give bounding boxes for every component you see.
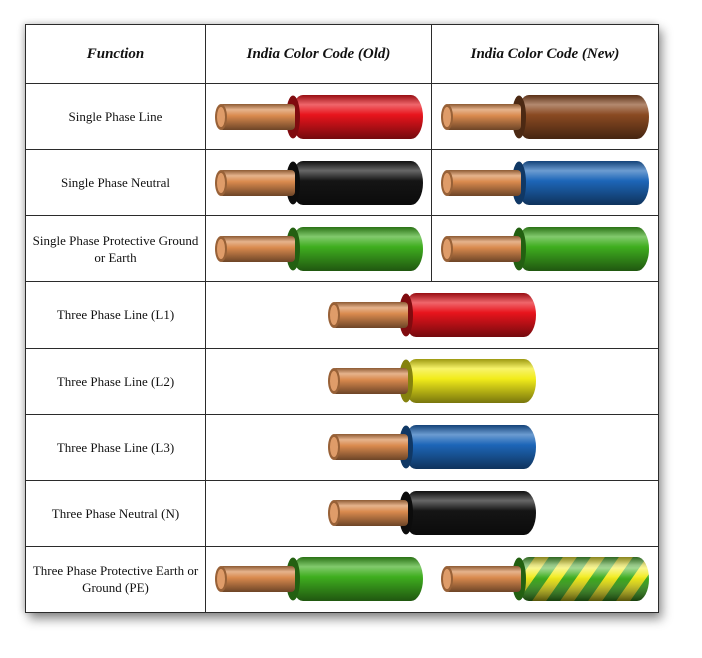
blue-wire-icon [441, 160, 649, 205]
blue-wire-icon [328, 425, 536, 470]
red-wire-icon [214, 94, 423, 139]
old-wire-cell [205, 215, 432, 283]
shared-wire-cell [205, 479, 659, 547]
color-code-table: Function India Color Code (Old) India Co… [25, 23, 659, 614]
function-label: Single Phase Line [25, 83, 206, 151]
table-row: Single Phase Line [25, 83, 659, 151]
function-label: Three Phase Line (L3) [25, 413, 206, 481]
old-wire-cell [205, 83, 432, 151]
color-code-table-frame: Function India Color Code (Old) India Co… [25, 23, 659, 614]
header-new-code: India Color Code (New) [431, 23, 659, 85]
function-label: Three Phase Protective Earth or Ground (… [25, 545, 206, 614]
black-wire-icon [214, 160, 423, 205]
green-wire-icon [441, 226, 649, 271]
shared-wire-cell [205, 413, 659, 481]
function-label: Three Phase Line (L2) [25, 347, 206, 415]
green-wire-icon [214, 226, 423, 271]
new-wire-cell [431, 83, 659, 151]
table-row: Single Phase Protective Ground or Earth [25, 215, 659, 283]
old-wire-cell [205, 149, 432, 217]
new-wire-cell [431, 149, 659, 217]
table-row: Single Phase Neutral [25, 149, 659, 217]
shared-wire-cell [205, 347, 659, 415]
table-row: Three Phase Protective Earth or Ground (… [25, 545, 659, 614]
red-wire-icon [328, 292, 536, 337]
function-label: Three Phase Neutral (N) [25, 479, 206, 547]
header-old-code: India Color Code (Old) [205, 23, 432, 85]
shared-wire-cell [205, 281, 659, 349]
black-wire-icon [328, 491, 536, 536]
table-row: Three Phase Line (L3) [25, 413, 659, 481]
brown-wire-icon [441, 94, 649, 139]
table-row: Three Phase Line (L1) [25, 281, 659, 349]
green-yellow-wire-icon [440, 557, 649, 602]
table-row: Three Phase Line (L2) [25, 347, 659, 415]
new-wire-cell [431, 215, 659, 283]
function-label: Single Phase Protective Ground or Earth [25, 215, 206, 283]
green-wire-icon [214, 557, 423, 602]
new-wire-cell [431, 545, 659, 614]
yellow-wire-icon [328, 359, 536, 404]
function-label: Single Phase Neutral [25, 149, 206, 217]
old-wire-cell [205, 545, 432, 614]
table-row: Three Phase Neutral (N) [25, 479, 659, 547]
function-label: Three Phase Line (L1) [25, 281, 206, 349]
header-function: Function [25, 23, 206, 85]
header-row: Function India Color Code (Old) India Co… [25, 23, 659, 85]
